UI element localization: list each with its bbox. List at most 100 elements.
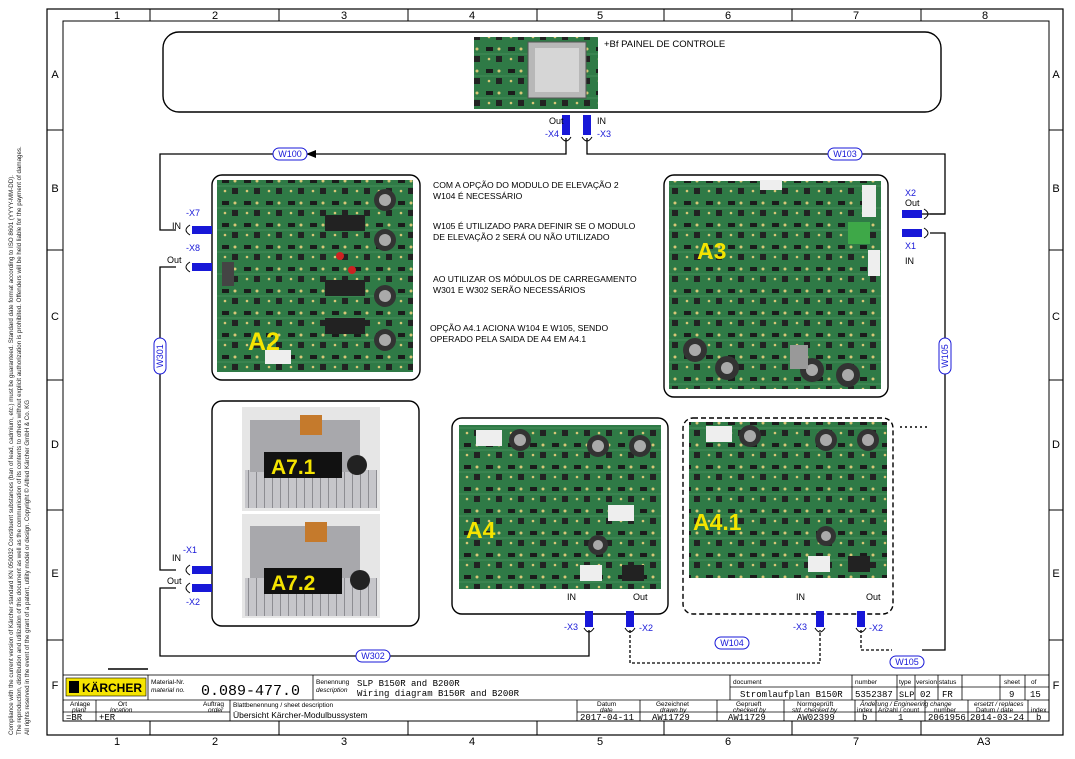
a7-x2-connector-icon xyxy=(192,584,212,592)
a2-out-label: Out xyxy=(167,255,182,265)
geprueft-value: AW11729 xyxy=(728,713,766,723)
index-label: index xyxy=(857,707,873,714)
panel-in-label: IN xyxy=(597,116,606,126)
a7-x1-label: -X1 xyxy=(183,545,197,555)
of-label: of xyxy=(1031,679,1037,686)
col-label-5: 5 xyxy=(597,10,603,22)
geprueft-label-en: checked by xyxy=(733,707,767,714)
material-label: Material-Nr. xyxy=(151,679,185,686)
note-line-4: DE ELEVAÇÃO 2 SERÁ OU NÃO UTILIZADO xyxy=(433,232,610,242)
document-value: Stromlaufplan B150R xyxy=(740,690,843,700)
w302-label: W302 xyxy=(361,651,385,661)
gezeichnet-value: AW11729 xyxy=(652,713,690,723)
a41-pcb-image xyxy=(689,422,887,578)
sheet-value: 9 xyxy=(1009,690,1014,700)
material-label-en: material no. xyxy=(151,687,185,694)
a4-x2-label: -X2 xyxy=(639,623,653,633)
a3-pcb-image xyxy=(669,180,881,389)
a71-charger-image xyxy=(242,407,380,511)
ec-index-label: index xyxy=(1031,707,1047,714)
grid-row-marks xyxy=(47,129,1063,641)
a3-out-label: Out xyxy=(905,198,920,208)
material-number: 0.089-477.0 xyxy=(201,683,300,700)
a71-label: A7.1 xyxy=(271,456,316,479)
panel-x3-connector-icon xyxy=(583,115,591,135)
a3-x1-socket-icon xyxy=(923,227,929,239)
a72-label: A7.2 xyxy=(271,572,315,595)
w104-label-box xyxy=(714,636,750,650)
status-value: FR xyxy=(942,690,953,700)
a4-pcb-image xyxy=(459,425,661,589)
a7-x1-socket-icon xyxy=(185,564,191,576)
note-line-1: COM A OPÇÃO DO MODULO DE ELEVAÇÃO 2 xyxy=(433,180,619,190)
a2-x7-socket-icon xyxy=(185,224,191,236)
a3-x1-connector-icon xyxy=(902,229,922,237)
row-label-right-E: E xyxy=(1052,568,1059,580)
version-label: version xyxy=(916,679,937,686)
w301-label-box xyxy=(153,337,167,375)
auftrag-label: Auftrag xyxy=(203,701,224,708)
col-label-bottom-5: 5 xyxy=(597,736,603,748)
geprueft-label: Geprueft xyxy=(736,701,761,708)
norm-value: AW02399 xyxy=(797,713,835,723)
ec-date-label: Datum / date xyxy=(976,707,1014,714)
a7-x2-socket-icon xyxy=(185,582,191,594)
karcher-logo-text: KÄRCHER xyxy=(82,680,142,695)
a41-out-label: Out xyxy=(866,592,881,602)
paper-format: A3 xyxy=(977,736,990,748)
col-label-bottom-4: 4 xyxy=(469,736,475,748)
desc-line-2: Wiring diagram B150R and B200R xyxy=(357,689,520,699)
karcher-logo-mark-icon xyxy=(69,681,79,693)
a4-x3-connector-icon xyxy=(585,611,593,627)
a4-x3-socket-icon xyxy=(583,627,595,633)
panel-x4-socket-icon xyxy=(560,136,572,142)
benennung-label: Benennung xyxy=(316,679,350,686)
a41-x2-label: -X2 xyxy=(869,623,883,633)
a41-label: A4.1 xyxy=(693,509,742,535)
a7-out-label: Out xyxy=(167,576,182,586)
w105-right-label: W105 xyxy=(940,344,950,368)
w105-right-label-box xyxy=(938,337,952,375)
a2-x8-label: -X8 xyxy=(186,243,200,253)
ec-date-value: 2014-03-24 xyxy=(970,713,1024,723)
a2-pcb-image xyxy=(217,180,413,372)
col-label-8: 8 xyxy=(982,10,988,22)
a4-frame xyxy=(451,417,669,615)
row-label-B: B xyxy=(51,183,58,195)
note-line-3: W105 É UTILIZADO PARA DEFINIR SE O MODUL… xyxy=(433,221,636,231)
col-label-bottom-7: 7 xyxy=(853,736,859,748)
col-label-1: 1 xyxy=(114,10,120,22)
panel-x3-socket-icon xyxy=(581,136,593,142)
w105-bottom-label-box xyxy=(889,655,925,669)
gezeichnet-label: Gezeichnet xyxy=(656,701,689,708)
anzahl-label: Anzahl / count xyxy=(878,707,919,714)
number-value: 5352387 xyxy=(855,690,893,700)
description-label: description xyxy=(316,687,348,694)
a4-x2-connector-icon xyxy=(626,611,634,627)
a3-frame xyxy=(663,174,889,398)
panel-x4-label: -X4 xyxy=(545,129,559,139)
col-label-bottom-3: 3 xyxy=(341,736,347,748)
row-label-D: D xyxy=(51,439,59,451)
w302-label-box xyxy=(355,649,391,663)
datum-label-en: date xyxy=(600,707,613,714)
anlage-label-en: plant xyxy=(71,707,87,714)
w100-label: W100 xyxy=(278,149,302,159)
gezeichnet-label-en: drawn by xyxy=(660,707,687,714)
row-label-F: F xyxy=(52,680,59,692)
a41-frame xyxy=(682,417,894,615)
norm-label: Normgeprüft xyxy=(797,701,833,708)
a2-x8-socket-icon xyxy=(185,261,191,273)
ersetzt-label: ersetzt / replaces xyxy=(974,701,1024,708)
side-text-3: All rights reserved in the event of the … xyxy=(24,400,31,735)
col-label-bottom-1: 1 xyxy=(114,736,120,748)
a4-x3-label: -X3 xyxy=(564,622,578,632)
ort-label: Ort xyxy=(118,701,127,708)
col-label-6: 6 xyxy=(725,10,731,22)
ec-number-value: 2061956 xyxy=(928,713,966,723)
a7-x2-label: -X2 xyxy=(186,597,200,607)
a2-x7-label: -X7 xyxy=(186,208,200,218)
blatt-value: Übersicht Kärcher-Modulbussystem xyxy=(233,710,368,720)
a41-in-label: IN xyxy=(796,592,805,602)
a3-x2-connector-icon xyxy=(902,210,922,218)
